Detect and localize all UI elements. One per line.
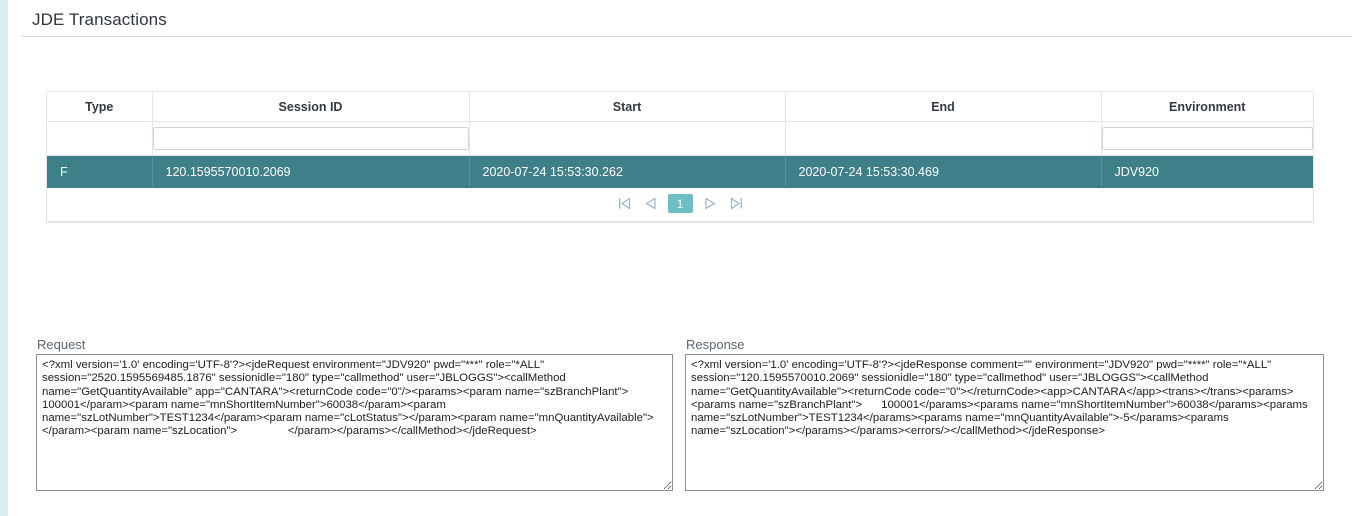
column-header-environment[interactable]: Environment [1101,92,1313,122]
request-textarea[interactable]: <?xml version='1.0' encoding='UTF-8'?><j… [36,354,673,491]
grid-header-row: Type Session ID Start End Environment [47,92,1313,122]
next-page-icon[interactable] [702,195,719,213]
filter-cell-type [47,121,153,156]
grid-pager-row: 1 [47,187,1313,222]
column-header-start[interactable]: Start [469,92,786,122]
response-textarea[interactable]: <?xml version='1.0' encoding='UTF-8'?><j… [685,354,1324,491]
cell-start[interactable]: 2020-07-24 15:53:30.262 [469,155,786,188]
page-title: JDE Transactions [32,10,167,29]
first-page-icon[interactable] [616,195,633,213]
filter-cell-session-id [152,121,470,156]
cell-type[interactable]: F [47,155,153,188]
jde-transactions-grid: Type Session ID Start End Environment [46,91,1314,223]
filter-input-session-id[interactable] [152,127,469,150]
filter-cell-environment [1101,121,1313,156]
page-container: JDE Transactions Type Session ID Start E… [8,0,1360,516]
page-number-1[interactable]: 1 [667,194,693,214]
cell-end[interactable]: 2020-07-24 15:53:30.469 [785,155,1102,188]
filter-cell-end [785,121,1102,156]
pager-cell: 1 [47,187,1313,222]
column-header-type[interactable]: Type [47,92,153,122]
previous-page-icon[interactable] [642,195,659,213]
title-divider [21,36,1352,37]
column-header-session-id[interactable]: Session ID [152,92,470,122]
table-row[interactable]: F 120.1595570010.2069 2020-07-24 15:53:3… [47,155,1313,188]
left-accent-strip [0,0,8,516]
cell-session-id[interactable]: 120.1595570010.2069 [152,155,470,188]
pagination: 1 [616,194,745,214]
last-page-icon[interactable] [728,195,745,213]
column-header-end[interactable]: End [785,92,1102,122]
filter-cell-start [469,121,786,156]
request-label: Request [37,337,86,352]
filter-input-environment[interactable] [1101,127,1313,150]
response-label: Response [686,337,745,352]
grid-filter-row [47,121,1313,156]
cell-environment[interactable]: JDV920 [1101,155,1313,188]
